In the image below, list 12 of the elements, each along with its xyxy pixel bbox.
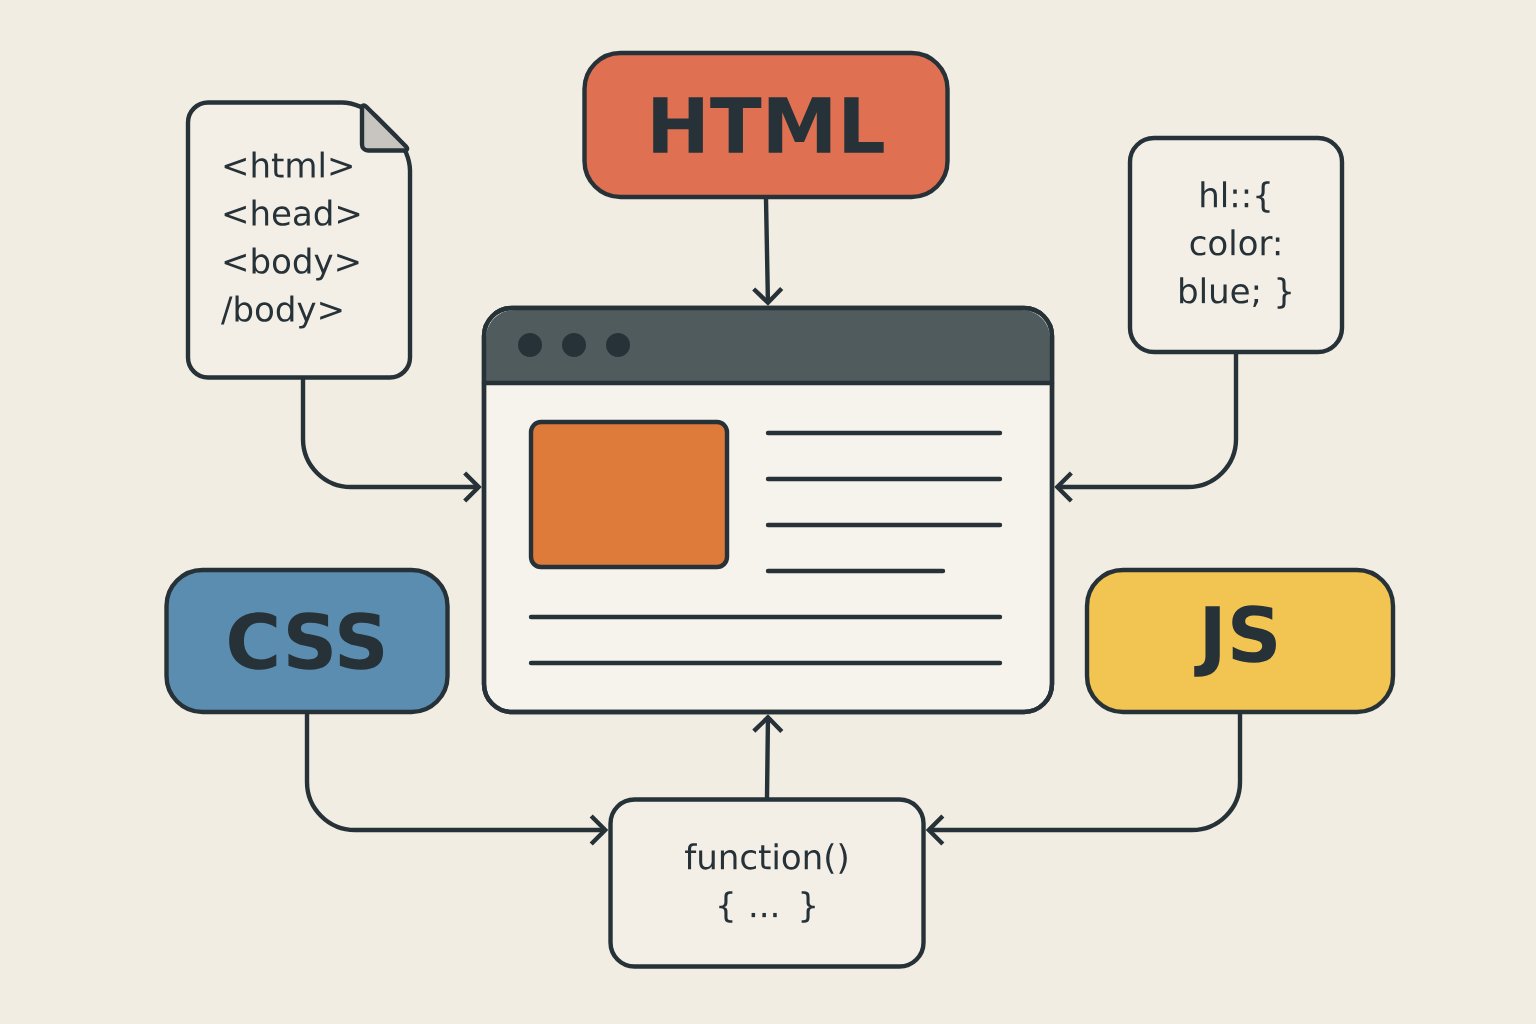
arrow [752, 197, 784, 306]
label-box: CSS [164, 567, 450, 715]
code-box: function() { ... } [608, 797, 926, 969]
label-box: HTML [582, 50, 950, 200]
code-box: hl::{ color: blue; } [1127, 135, 1345, 355]
arrow [925, 712, 1243, 846]
arrow [752, 714, 784, 800]
arrow [300, 377, 482, 503]
browser-window-drawing [481, 305, 1055, 715]
arrow [304, 712, 609, 846]
label-box: JS [1084, 567, 1396, 715]
arrow [1054, 352, 1239, 503]
